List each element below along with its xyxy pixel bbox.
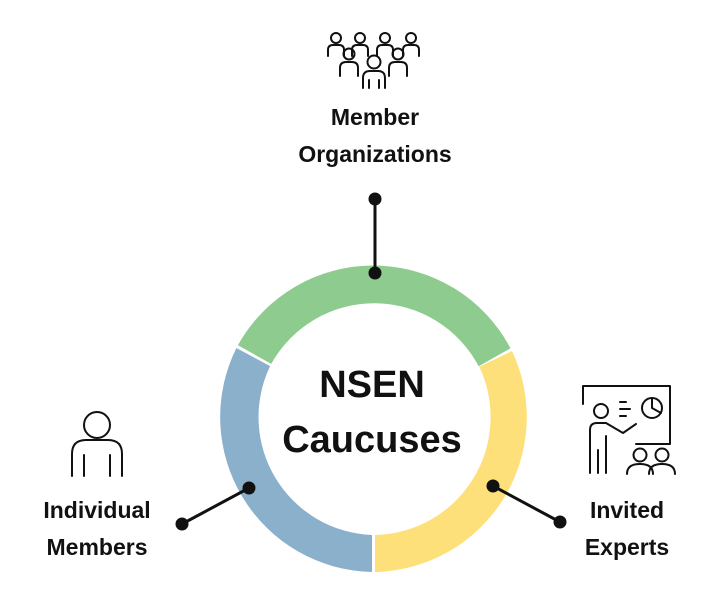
center-title-line-1: NSEN (319, 364, 425, 406)
ring (220, 265, 527, 572)
group-of-people-icon (327, 32, 420, 89)
connector-individual-members (175, 481, 256, 531)
label-member-organizations-line-1: Member (331, 104, 419, 130)
ring-segment-invited-experts (375, 351, 527, 572)
label-member-organizations-line-2: Organizations (298, 141, 451, 167)
connector-member-organizations (368, 192, 382, 280)
label-invited-experts-line-1: Invited (590, 497, 664, 523)
label-invited-experts-line-2: Experts (585, 534, 669, 560)
label-individual-members-line-2: Members (47, 534, 148, 560)
presenter-with-chart-icon (582, 385, 676, 475)
ring-segment-individual-members (220, 348, 372, 572)
ring-segment-member-organizations (237, 265, 511, 367)
center-title-line-2: Caucuses (282, 419, 462, 461)
connector-invited-experts (486, 479, 567, 529)
single-person-icon (71, 411, 123, 477)
label-individual-members-line-1: Individual (43, 497, 150, 523)
